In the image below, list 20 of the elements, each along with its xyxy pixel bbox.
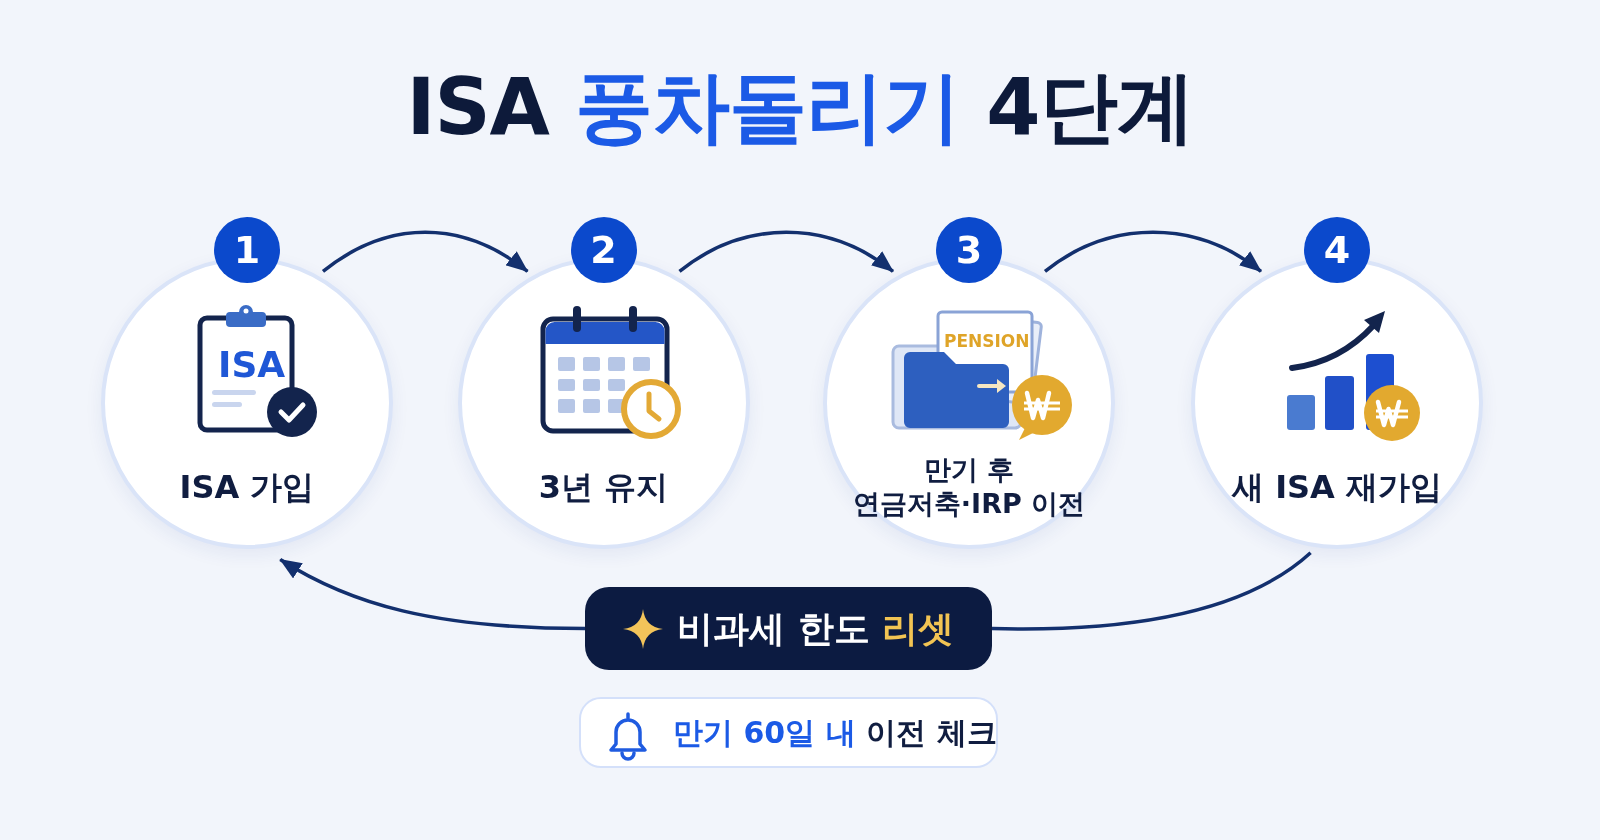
step-label: 새 ISA 재가입: [1230, 467, 1443, 507]
curved-arrow: [678, 230, 895, 273]
pill-text: 비과세 한도 리셋: [677, 607, 955, 651]
number-badge: 4: [1304, 217, 1370, 283]
step-label: ISA 가입: [178, 467, 316, 507]
title: ISA 풍차돌리기 4단계: [405, 61, 1195, 154]
curved-arrow: [279, 558, 586, 631]
number-badge: 2: [570, 217, 637, 283]
curved-arrow: [321, 230, 529, 273]
step-label: 만기 후 연금저축·IRP 이전: [851, 453, 1087, 521]
number-badge: 1: [214, 217, 280, 283]
notice-pill: [579, 697, 998, 768]
icon-caption: ISA: [218, 345, 286, 385]
curved-arrow: [1044, 230, 1262, 273]
highlight-pill: [585, 587, 992, 670]
pill-text: 만기 60일 내 이전 체크: [673, 714, 997, 752]
icon-caption: PENSION: [944, 332, 1030, 351]
number-badge: 3: [936, 217, 1002, 283]
connector-line: [992, 551, 1312, 631]
step-label: 3년 유지: [537, 467, 670, 507]
